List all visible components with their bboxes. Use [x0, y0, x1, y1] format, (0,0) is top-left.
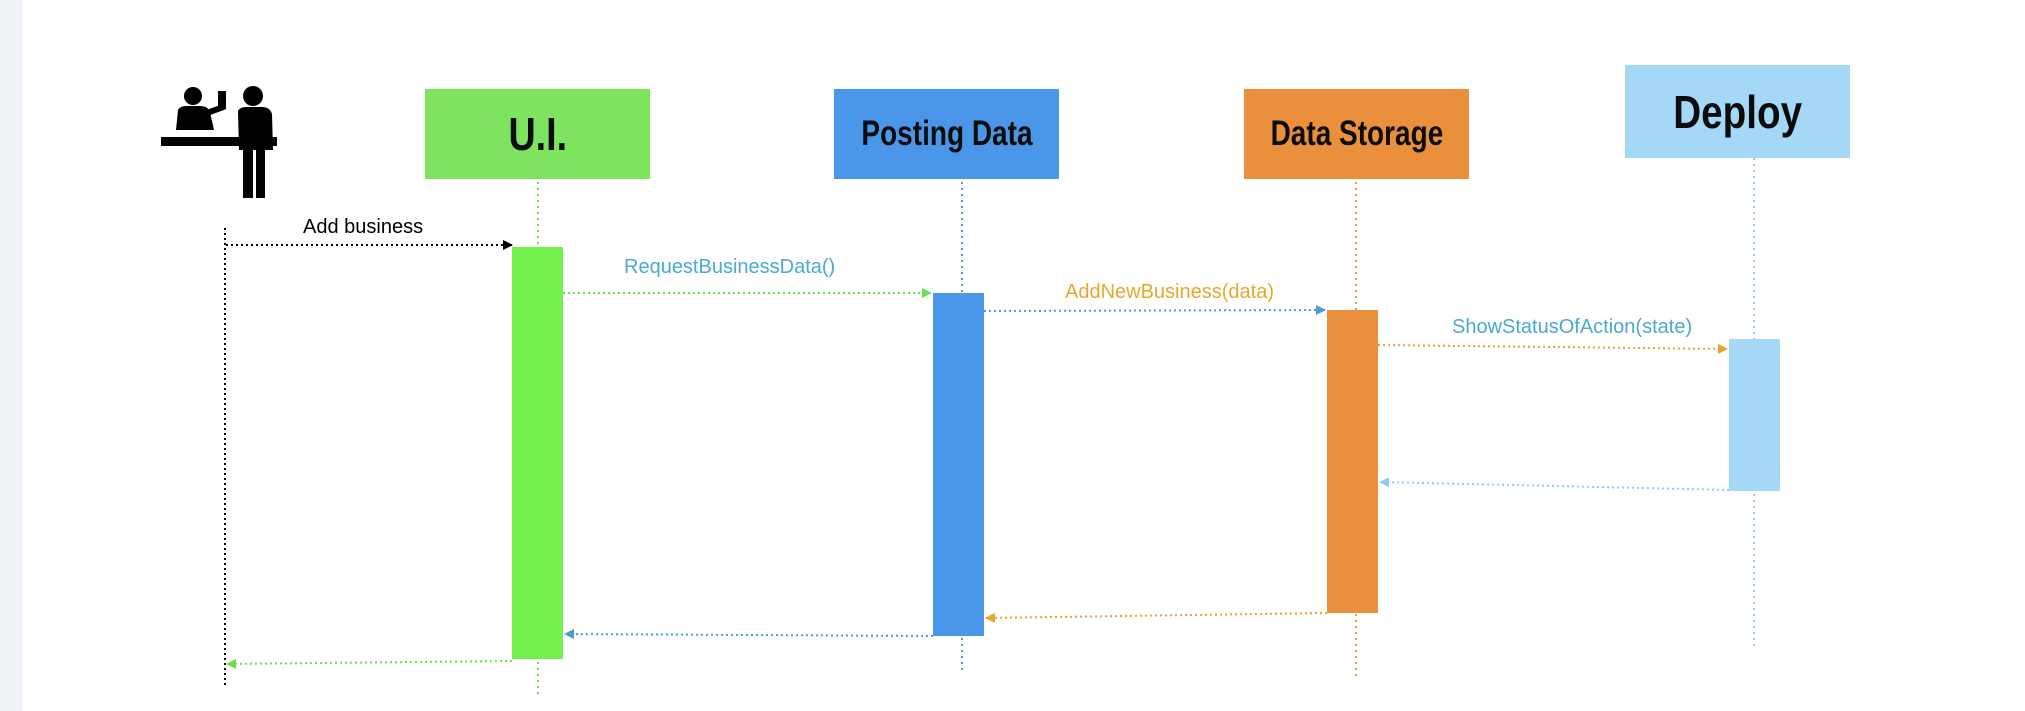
- participant-data-storage-box: Data Storage: [1244, 89, 1469, 179]
- message-show-status-of-action-label: ShowStatusOfAction(state): [1452, 316, 1693, 338]
- posting-activation-bar: [933, 293, 984, 636]
- deploy-return-arrow: [1379, 477, 1730, 491]
- show-status-arrow: [1377, 343, 1728, 354]
- participant-deploy-box: Deploy: [1625, 65, 1850, 158]
- participant-posting-data-box: Posting Data: [834, 89, 1059, 179]
- participant-deploy-label: Deploy: [1673, 85, 1802, 138]
- reception-desk-icon: [161, 86, 277, 198]
- message-add-business-label: Add business: [303, 216, 424, 238]
- storage-activation-bar: [1327, 310, 1378, 613]
- left-margin-strip: [0, 0, 22, 711]
- message-request-business-data-label: RequestBusinessData(): [624, 256, 836, 278]
- add-new-business-arrow: [983, 305, 1326, 316]
- storage-return-arrow: [985, 612, 1328, 623]
- deploy-activation-bar: [1729, 339, 1780, 491]
- participant-posting-data-label: Posting Data: [860, 114, 1033, 153]
- ui-activation-bar: [512, 247, 563, 659]
- participant-ui-box: U.I.: [425, 89, 650, 179]
- participant-ui-label: U.I.: [508, 108, 567, 160]
- message-add-new-business-label: AddNewBusiness(data): [1065, 281, 1274, 303]
- posting-return-arrow: [564, 629, 934, 640]
- ui-return-arrow: [226, 658, 513, 669]
- participant-data-storage-label: Data Storage: [1270, 114, 1443, 153]
